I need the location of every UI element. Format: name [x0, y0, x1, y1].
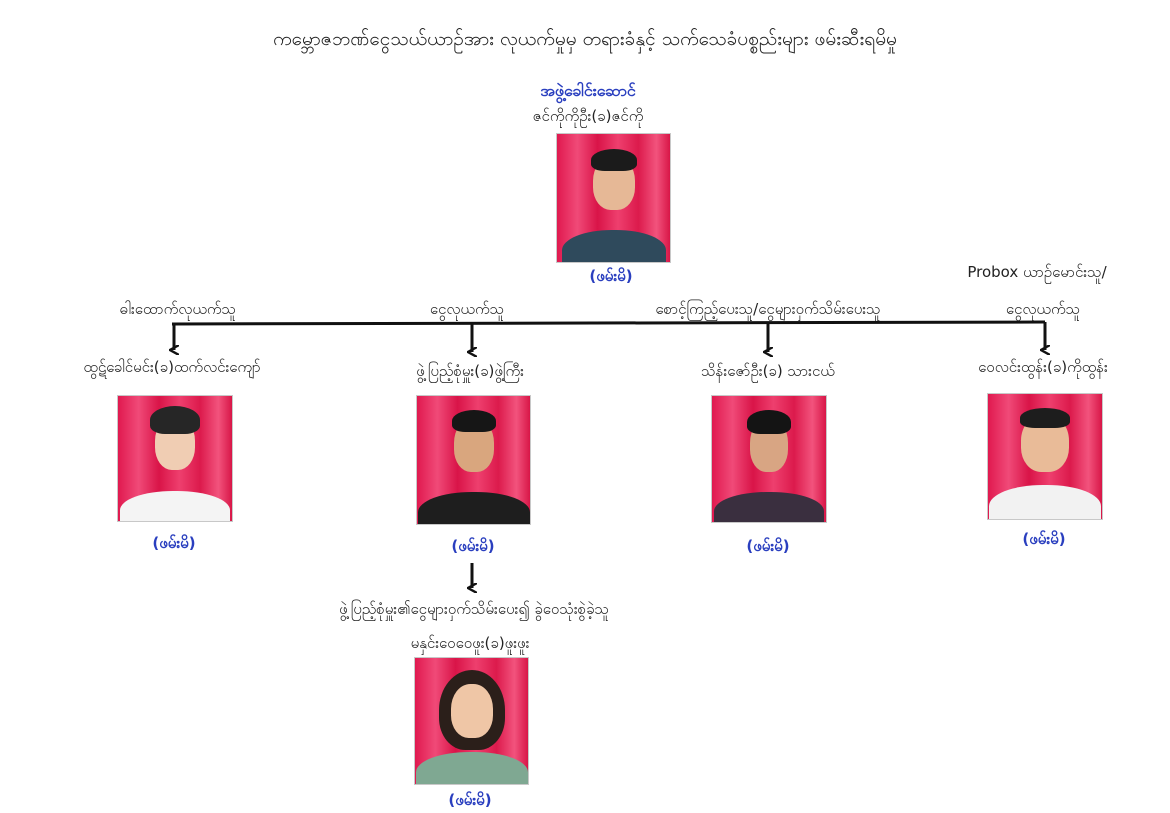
member-3-role: စောင့်ကြည့်ပေးသူ/ငွေများဝှက်သိမ်းပေးသူ	[655, 300, 881, 318]
member-3-status: (ဖမ်းမိ)	[746, 537, 790, 555]
member-4-name: ဝေလင်းထွန်း(ခ)ကိုထွန်း	[978, 358, 1108, 376]
member-1-role: ဓါးထောက်လုယက်သူ	[119, 300, 237, 318]
horizontal-branch-line	[171, 320, 1046, 326]
member-3-name: သိန်းဇော်ဦး(ခ) သားငယ်	[701, 362, 835, 380]
leader-photo	[556, 133, 671, 263]
member-1-status: (ဖမ်းမိ)	[152, 534, 196, 552]
member-2-role: ငွေလုယက်သူ	[429, 300, 505, 318]
member-4-status: (ဖမ်းမိ)	[1022, 530, 1066, 548]
leader-status: (ဖမ်းမိ)	[589, 267, 633, 285]
member-1-name: ထွဋ်ခေါင်မင်း(ခ)ထက်လင်းကျော်	[83, 358, 261, 376]
leader-name: ဇင်ကိုကိုဦး(ခ)ဇင်ကို	[532, 107, 644, 125]
sub-member-photo	[414, 657, 529, 785]
member-2-photo	[416, 395, 531, 525]
member-2-name: ဖွဲ့ပြည့်စုံမှူး(ခ)ဖွဲ့ကြီး	[416, 362, 524, 380]
sub-member-role: ဖွဲ့ပြည့်စုံမှူး၏ငွေများဝှက်သိမ်းပေး၍ ခွ…	[338, 600, 610, 618]
sub-member-name: မနှင်းဝေဝေဖူး(ခ)ဖူးဖူး	[410, 634, 530, 652]
member-4-role-line-1: Probox ယာဉ်မောင်းသူ/	[967, 263, 1107, 281]
member-4-role-line-2: ငွေလုယက်သူ	[1005, 300, 1081, 318]
leader-role: အဖွဲ့ခေါင်းဆောင်	[540, 81, 636, 100]
member-1-photo	[117, 395, 233, 522]
member-3-photo	[711, 395, 827, 523]
member-2-status: (ဖမ်းမိ)	[451, 537, 495, 555]
sub-member-status: (ဖမ်းမိ)	[448, 791, 492, 809]
member-4-photo	[987, 393, 1103, 520]
diagram-title: ကမ္ဘောဇဘဏ်ငွေသယ်ယာဉ်အား လုယက်မှုမှ တရားခ…	[273, 28, 897, 50]
